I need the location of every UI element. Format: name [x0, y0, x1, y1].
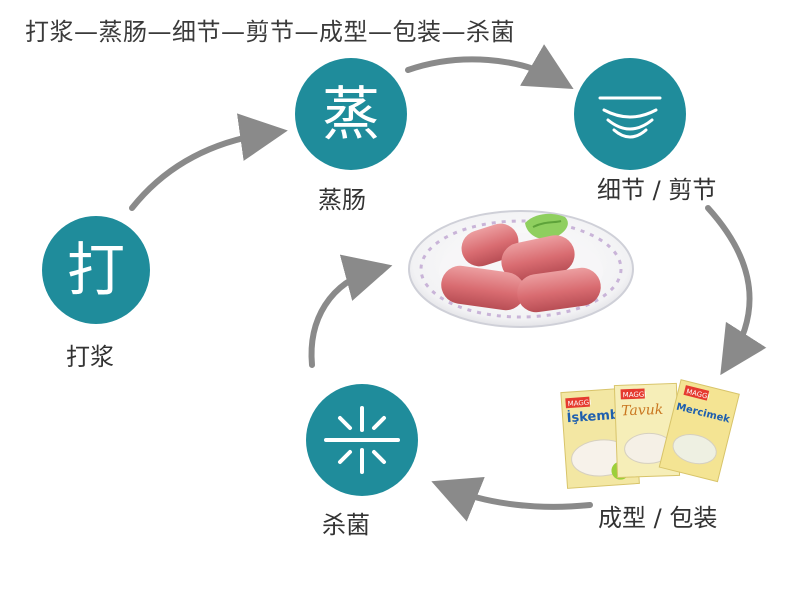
- packet-2-name: Tavuk: [621, 402, 664, 419]
- step-circle-xijie: [574, 58, 686, 170]
- arrow-xijie-to-chengxing: [705, 205, 767, 376]
- arrow-shajun-to-product: [308, 254, 393, 368]
- step-circle-dajiang: 打: [42, 216, 150, 324]
- sausage-plate-image: [408, 210, 634, 328]
- soup-packets-image: MAGGI İşkembe MAGGI Tavuk MAGGI Mercimek: [560, 379, 740, 489]
- sparkle-icon: [324, 406, 400, 474]
- packet-1-brand: MAGGI: [567, 399, 591, 409]
- packet-2-brand: MAGGI: [623, 390, 647, 399]
- process-title: 打浆—蒸肠—细节—剪节—成型—包装—杀菌: [25, 18, 515, 46]
- wave-lines-icon: [598, 96, 662, 139]
- packet-1-name: İşkembe: [566, 406, 629, 426]
- step-label-xijie: 细节 / 剪节: [597, 176, 717, 204]
- step-circle-zhengchang: 蒸: [295, 58, 407, 170]
- arrow-chengxing-to-shajun: [431, 476, 593, 522]
- step-label-chengxing: 成型 / 包装: [598, 504, 718, 532]
- arrow-dajiang-to-zhengchang: [129, 113, 288, 211]
- arrow-zhengchang-to-xijie: [405, 44, 574, 90]
- step-label-dajiang: 打浆: [66, 343, 114, 371]
- step-label-zhengchang: 蒸肠: [318, 186, 366, 214]
- glyph-zheng: 蒸: [321, 80, 380, 148]
- step-label-shajun: 杀菌: [322, 511, 370, 539]
- step-circle-shajun: [306, 384, 418, 496]
- glyph-da: 打: [66, 236, 125, 304]
